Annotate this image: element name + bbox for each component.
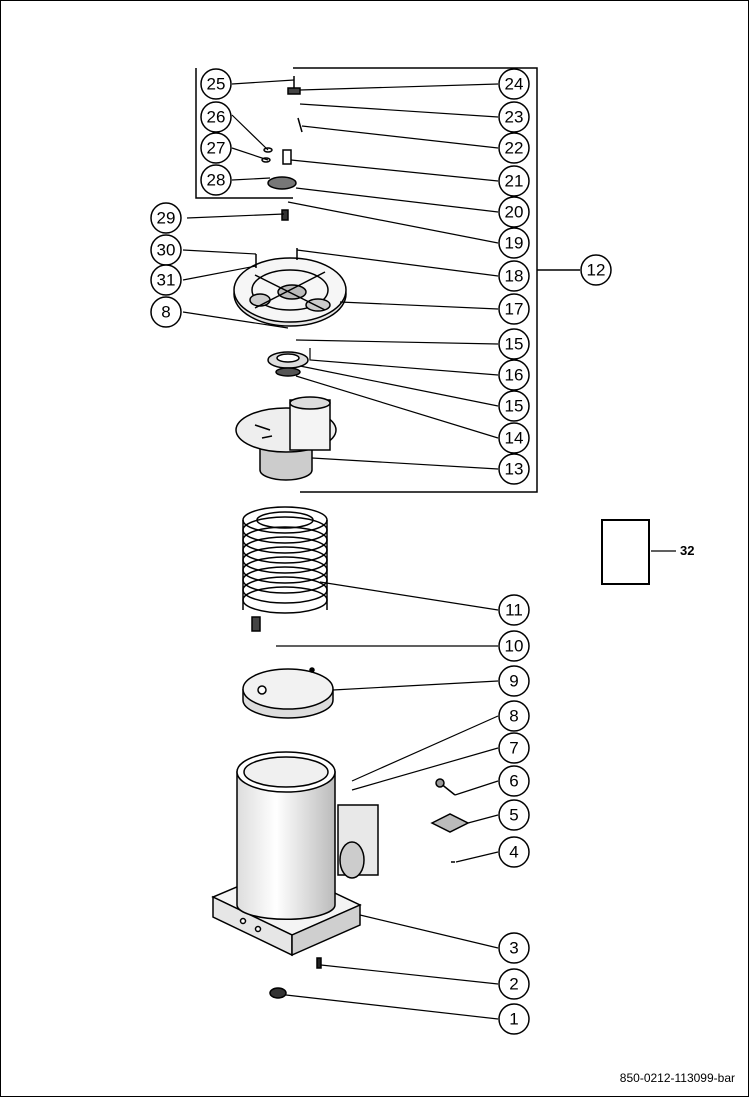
callout-18 xyxy=(498,260,530,292)
callout-label: 1 xyxy=(509,1010,518,1029)
drawing-number: 850-0212-113099-bar xyxy=(619,1071,735,1085)
callout-label: 11 xyxy=(505,601,523,620)
callout-4 xyxy=(498,836,530,868)
callout-label: 3 xyxy=(509,939,518,958)
callout-1 xyxy=(498,1003,530,1035)
callout-label: 30 xyxy=(157,241,176,260)
callout-label: 15 xyxy=(505,397,524,416)
callout-label: 19 xyxy=(505,234,524,253)
callout-25 xyxy=(200,68,232,100)
callout-11 xyxy=(498,594,530,626)
callout-label: 4 xyxy=(509,843,518,862)
callout-19 xyxy=(498,227,530,259)
callout-label: 2 xyxy=(509,975,518,994)
part-cylinder-housing xyxy=(236,751,379,921)
part-valve-assembly xyxy=(255,76,303,268)
callout-label: 21 xyxy=(505,172,524,191)
callout-label: 24 xyxy=(505,75,524,94)
callout-label: 31 xyxy=(157,271,176,290)
callout-15-lower xyxy=(498,390,530,422)
callout-label: 18 xyxy=(505,267,524,286)
callout-6 xyxy=(498,765,530,797)
callout-10 xyxy=(498,630,530,662)
callout-label: 28 xyxy=(207,171,226,190)
callout-label: 14 xyxy=(505,429,524,448)
callout-31 xyxy=(150,264,182,296)
callout-label: 15 xyxy=(505,335,524,354)
part-ring-seal xyxy=(267,351,309,377)
callout-12 xyxy=(580,254,612,286)
callout-9 xyxy=(498,665,530,697)
callout-8-upper xyxy=(150,296,182,328)
callout-3 xyxy=(498,932,530,964)
callout-label: 20 xyxy=(505,203,524,222)
callout-2 xyxy=(498,968,530,1000)
callout-7 xyxy=(498,732,530,764)
callout-label: 22 xyxy=(505,139,524,158)
part-burner-head xyxy=(235,396,337,481)
callout-22 xyxy=(498,132,530,164)
reference-label-32: 32 xyxy=(680,543,695,558)
callout-label: 8 xyxy=(161,303,170,322)
part-coil xyxy=(242,506,328,632)
callout-16 xyxy=(498,359,530,391)
callout-label: 23 xyxy=(505,108,524,127)
callout-label: 13 xyxy=(505,460,524,479)
callout-20 xyxy=(498,196,530,228)
callout-label: 29 xyxy=(157,209,176,228)
callout-14 xyxy=(498,422,530,454)
callout-24 xyxy=(498,68,530,100)
callout-label: 25 xyxy=(207,75,226,94)
callout-label: 17 xyxy=(505,300,524,319)
callout-23 xyxy=(498,101,530,133)
callout-label: 8 xyxy=(509,707,518,726)
callout-label: 7 xyxy=(509,739,518,758)
callout-15 xyxy=(498,328,530,360)
callout-13 xyxy=(498,453,530,485)
assembly-bracket xyxy=(195,67,580,493)
callout-label: 16 xyxy=(505,366,524,385)
callout-27 xyxy=(200,132,232,164)
part-grate-plate xyxy=(233,257,347,327)
callout-26 xyxy=(200,101,232,133)
callout-21 xyxy=(498,165,530,197)
callout-29 xyxy=(150,202,182,234)
callout-17 xyxy=(498,293,530,325)
callout-5 xyxy=(498,799,530,831)
callout-label: 27 xyxy=(207,139,226,158)
callout-label: 6 xyxy=(509,772,518,791)
callout-label: 12 xyxy=(587,261,606,280)
part-cover-disc xyxy=(242,667,334,719)
reference-box-32 xyxy=(601,519,650,585)
callout-label: 10 xyxy=(505,637,524,656)
part-screws xyxy=(269,861,455,999)
callout-label: 26 xyxy=(207,108,226,127)
callout-label: 5 xyxy=(509,806,518,825)
leader-lines xyxy=(182,79,676,1020)
part-gasket-and-sensor xyxy=(430,778,470,833)
callout-28 xyxy=(200,164,232,196)
callout-8-lower xyxy=(498,700,530,732)
callout-label: 9 xyxy=(509,672,518,691)
